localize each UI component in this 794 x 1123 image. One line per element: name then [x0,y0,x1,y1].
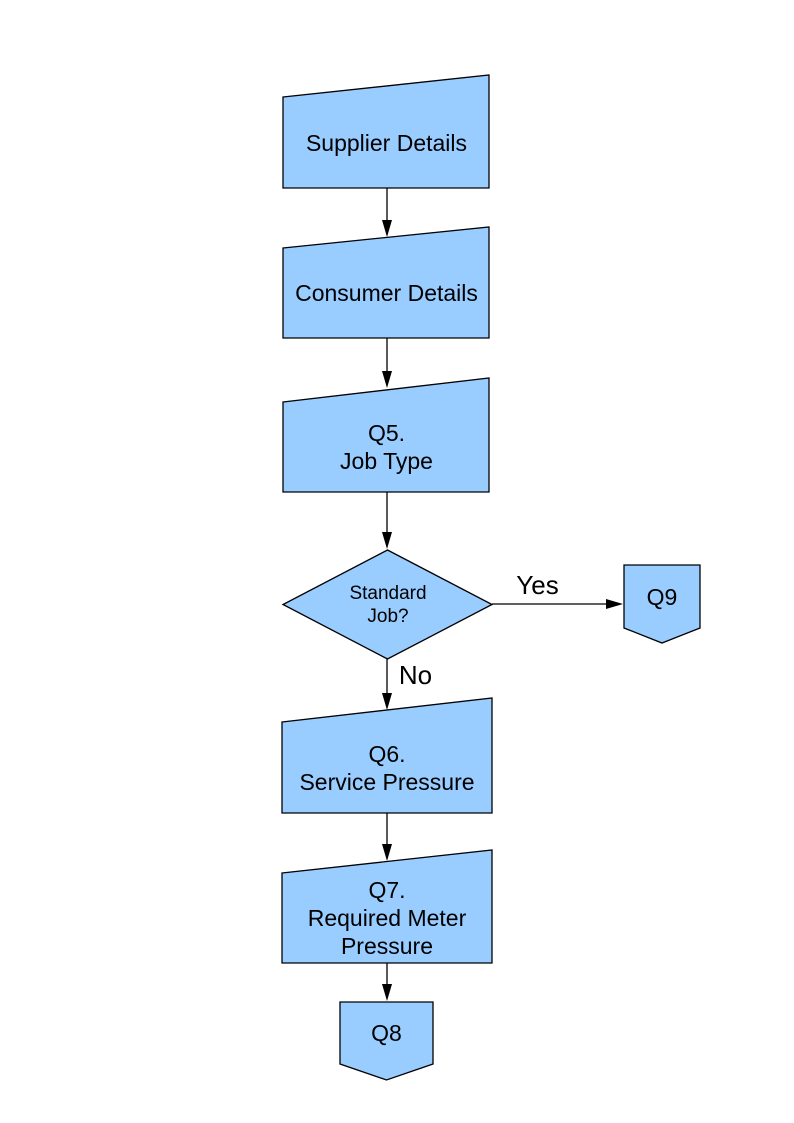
arrow-head [382,371,392,388]
node-standard-job-decision-shape [281,549,494,660]
arrow-head [382,693,392,710]
node-supplier-details-shape [282,74,490,189]
arrow-head [382,532,392,549]
arrow-head [382,220,392,237]
node-q6-service-pressure-shape [281,697,493,814]
arrow-head [382,984,392,1001]
arrow-head [382,844,392,861]
node-q7-required-meter-pressure-shape [281,849,493,964]
node-q9-connector-shape [623,564,701,644]
node-consumer-details-shape [282,226,490,339]
node-q8-connector-shape [339,1001,434,1081]
node-q5-job-type-shape [282,377,490,493]
arrow-head [606,599,623,609]
